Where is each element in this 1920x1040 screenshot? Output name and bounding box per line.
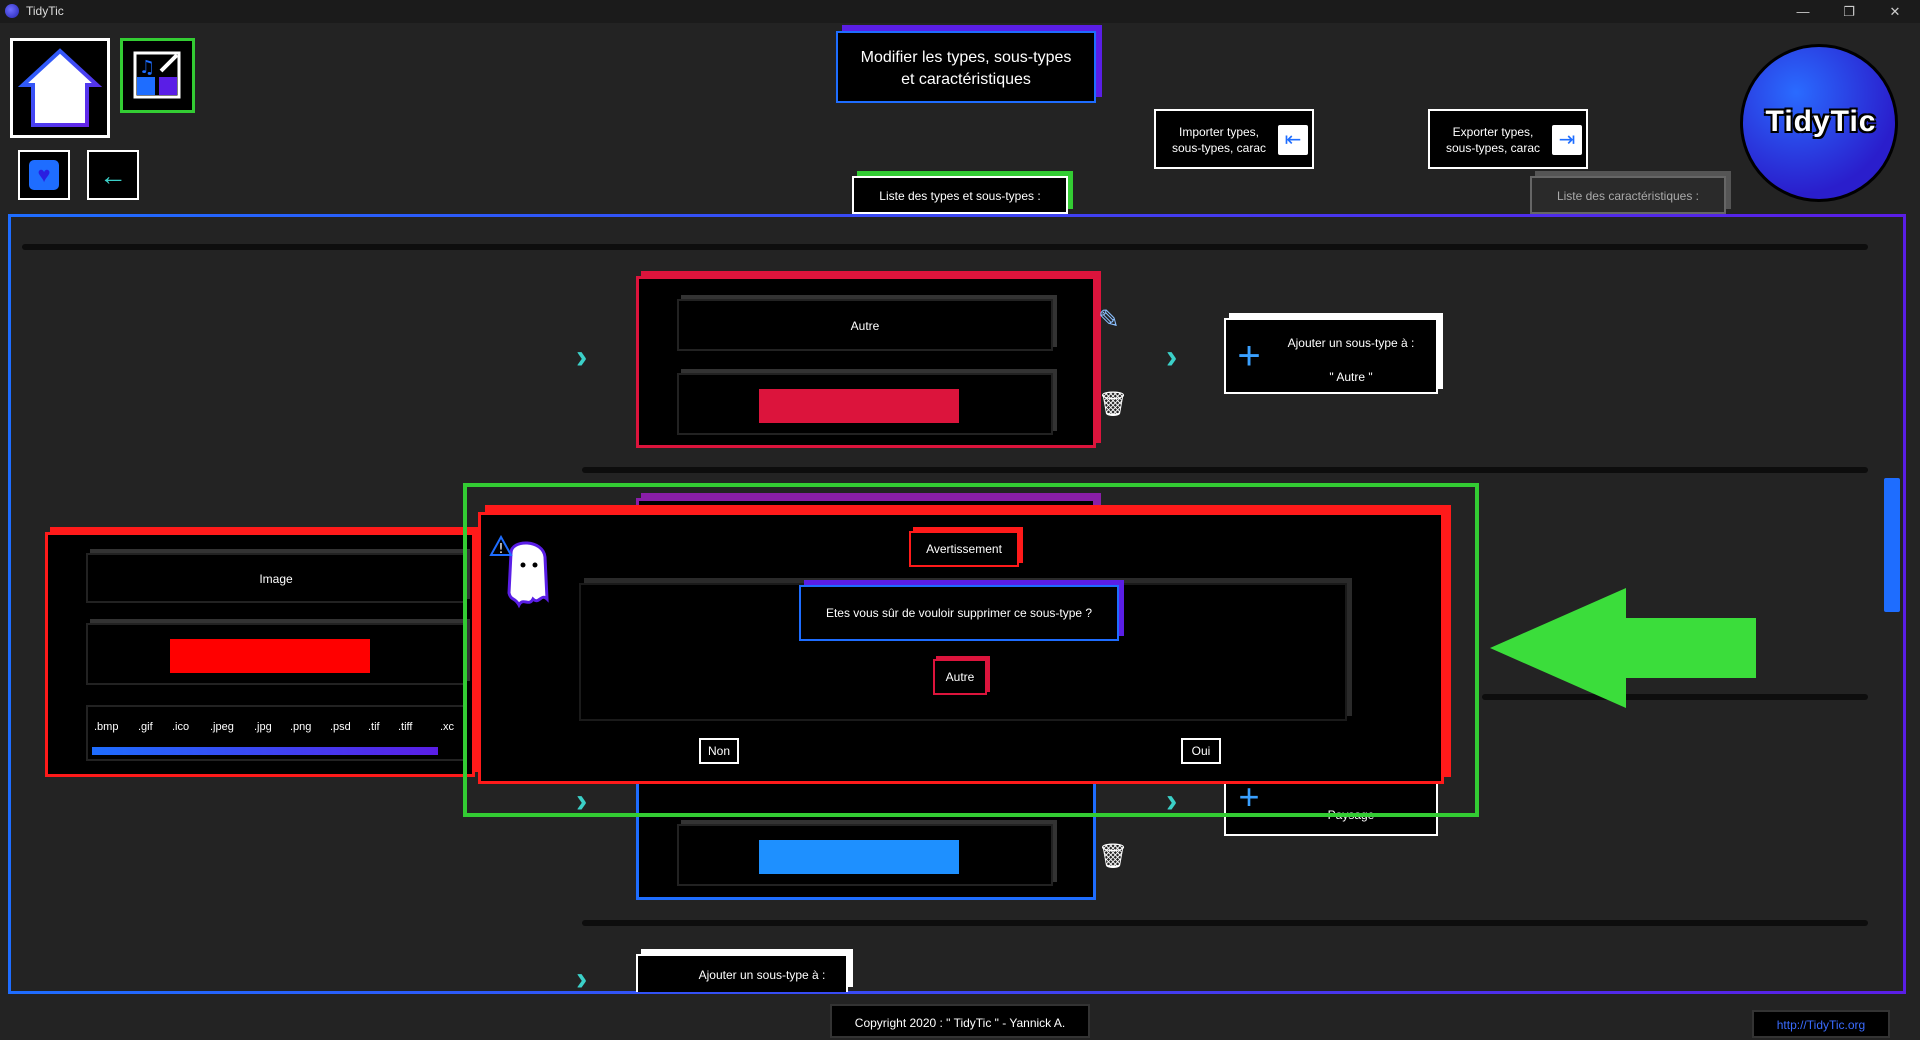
back-button[interactable]: ← [87,150,139,200]
chevron-right-icon[interactable]: › [576,782,588,820]
tab-types[interactable]: Liste des types et sous-types : [852,176,1068,214]
pencil-icon[interactable]: ✎ [1098,304,1120,334]
heart-icon: ♥ [29,160,59,190]
plus-icon: + [1237,334,1261,378]
row-divider [582,467,1868,473]
extension-label: .jpg [254,721,272,733]
minimize-button[interactable]: — [1796,4,1810,19]
type-name-field[interactable]: Image [86,553,466,603]
type-name-field[interactable]: Autre [677,299,1053,351]
type-color-swatch [759,840,959,874]
chevron-right-icon[interactable]: › [576,960,588,998]
row-divider [1482,694,1868,700]
website-link-box[interactable]: http://TidyTic.org [1752,1010,1890,1038]
type-color-swatch [170,639,370,673]
dialog-item: Autre [933,659,987,695]
type-card-autre: Autre [636,276,1096,448]
add-subtype-label: Ajouter un sous-type à : [698,968,826,982]
extension-label: .xc [440,721,455,733]
type-color-field[interactable] [86,623,466,685]
extension-label: .tif [368,721,380,733]
window-title: TidyTic [26,4,64,18]
type-card-paysage [636,780,1096,900]
add-subtype-bottom-button[interactable]: Ajouter un sous-type à : [636,954,848,992]
import-label-line2: sous-types, carac [1171,141,1267,155]
export-label-line1: Exporter types, [1452,125,1534,139]
svg-text:!: ! [498,542,503,557]
chevron-right-icon[interactable]: › [1166,782,1178,820]
trash-icon[interactable]: 🗑 [1098,391,1129,418]
dialog-title: Avertissement [909,531,1019,567]
import-label-line1: Importer types, [1178,125,1260,139]
close-button[interactable]: ✕ [1889,3,1901,19]
add-subtype-label: Ajouter un sous-type à : [1287,336,1415,350]
green-arrow-icon [1490,588,1756,708]
media-icon: ♫ [133,51,181,99]
warning-dialog: Avertissement Etes vous sûr de vouloir s… [478,512,1444,784]
type-name-label: Autre [850,319,880,333]
app-icon [5,4,19,18]
extension-label: .png [290,721,312,733]
add-subtype-autre-button[interactable]: + Ajouter un sous-type à : " Autre " [1224,318,1438,394]
tab-characteristics-label: Liste des caractéristiques : [1556,189,1700,203]
copyright-text: Copyright 2020 : " TidyTic " - Yannick A… [854,1016,1066,1030]
import-icon: ⇤ [1278,125,1308,155]
highlight-box [463,483,1479,817]
home-button[interactable] [10,38,110,138]
type-color-field[interactable] [677,824,1053,886]
tab-types-label: Liste des types et sous-types : [879,189,1041,203]
logo-text: TidyTic [1765,105,1877,138]
extensions-scrollbar[interactable] [92,747,438,755]
website-link[interactable]: http://TidyTic.org [1776,1018,1866,1032]
ghost-warning-icon: ! [489,535,549,609]
type-color-field[interactable] [677,373,1053,435]
dialog-message-area: Etes vous sûr de vouloir supprimer ce so… [579,583,1347,721]
yes-button[interactable]: Oui [1181,738,1221,764]
page-title-line1: Modifier les types, sous-types [860,49,1072,66]
type-name-label: Image [259,572,293,586]
export-label-line2: sous-types, carac [1445,141,1541,155]
extension-label: .psd [330,721,351,733]
no-button[interactable]: Non [699,738,739,764]
row-divider [582,920,1868,926]
import-button[interactable]: Importer types, sous-types, carac ⇤ [1154,109,1314,169]
type-color-swatch [759,389,959,423]
favorite-button[interactable]: ♥ [18,150,70,200]
add-subtype-target: " Autre " [1329,370,1373,384]
extension-label: .bmp [94,721,119,733]
export-icon: ⇥ [1552,125,1582,155]
scrollbar-thumb[interactable] [1884,478,1900,612]
chevron-right-icon[interactable]: › [576,338,588,376]
dialog-question: Etes vous sûr de vouloir supprimer ce so… [799,585,1119,641]
copyright-box: Copyright 2020 : " TidyTic " - Yannick A… [830,1004,1090,1038]
type-card-image: Image .bmp .gif .ico .jpeg .jpg .png .ps… [45,532,475,777]
media-types-button[interactable]: ♫ [120,38,195,113]
tidytic-logo: TidyTic [1740,44,1898,202]
extension-label: .ico [172,721,190,733]
extension-label: .jpeg [210,721,234,733]
trash-icon[interactable]: 🗑 [1098,843,1129,870]
row-divider [22,244,1868,250]
add-subtype-paysage-button[interactable]: + Paysage [1224,776,1438,836]
plus-icon: + [1238,776,1260,817]
window-titlebar [0,0,1920,23]
home-icon [17,48,103,127]
extensions-list: .bmp .gif .ico .jpeg .jpg .png .psd .tif… [86,705,466,761]
page-title-line2: et caractéristiques [901,71,1031,88]
svg-text:♫: ♫ [139,57,155,78]
page-title-box: Modifier les types, sous-types et caract… [836,31,1096,103]
chevron-right-icon[interactable]: › [1166,338,1178,376]
extension-label: .tiff [398,721,413,733]
extension-label: .gif [138,721,153,733]
tab-characteristics[interactable]: Liste des caractéristiques : [1530,176,1726,214]
arrow-left-icon: ← [99,160,127,191]
export-button[interactable]: Exporter types, sous-types, carac ⇥ [1428,109,1588,169]
restore-button[interactable]: ❐ [1843,3,1855,19]
